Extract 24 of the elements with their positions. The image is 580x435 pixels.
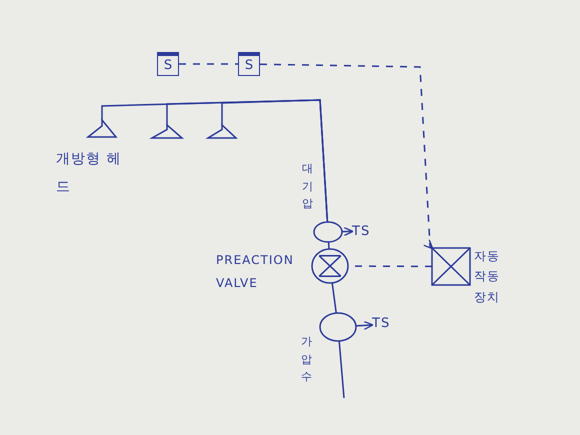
switch-circle <box>320 313 356 341</box>
detector-box: S <box>157 52 179 76</box>
valve-symbol <box>312 249 348 283</box>
component-label: PREACTION VALVE <box>216 252 295 292</box>
pipe-line <box>221 99 328 222</box>
arrow <box>342 226 354 236</box>
switch-circle <box>314 222 342 242</box>
signal-line <box>179 63 238 65</box>
pipe-line <box>328 242 330 250</box>
component-label: 자동 작동 장치 <box>474 248 501 306</box>
switch-label: TS <box>352 222 370 242</box>
sprinkler-head <box>152 125 182 138</box>
component-label: 개방형 헤드 <box>56 150 122 197</box>
switch-label: TS <box>372 314 390 334</box>
pipe-label: 가압수 <box>301 334 312 386</box>
sprinkler-head <box>208 125 236 138</box>
arrow <box>356 320 374 330</box>
signal-line <box>260 63 434 250</box>
detector-box: S <box>238 52 260 76</box>
pipe-line <box>338 340 345 398</box>
sprinkler-head <box>88 120 116 137</box>
pipe-label: 대기압 <box>302 161 313 212</box>
pipe-line <box>331 282 337 314</box>
actuator-box <box>432 248 470 285</box>
